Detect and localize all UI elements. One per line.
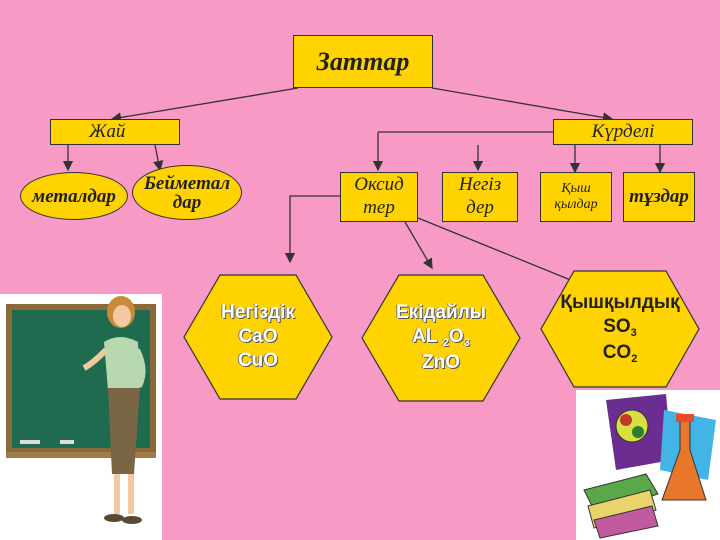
line-oxide-acidic: [417, 217, 580, 285]
root-node: Заттар: [293, 35, 433, 88]
complex-node: Күрделі: [553, 119, 693, 145]
basic-oxides-formula-2: CuO: [237, 349, 279, 371]
basic-oxides-formula-1: CaO: [238, 326, 278, 348]
line-root-simple: [110, 87, 299, 123]
amphoteric-oxides-hexagon: Екідайлы AL 2O3 ZnO: [361, 274, 521, 402]
nonmetals-label: Бейметал дар: [143, 172, 231, 213]
metals-label: металдар: [32, 185, 116, 207]
teacher-blackboard-illustration: [0, 294, 162, 540]
acidic-oxides-formula-1: SO3: [603, 316, 637, 340]
hexagon-shape: [540, 270, 700, 388]
metals-node: металдар: [20, 172, 128, 220]
simple-label: Жай: [89, 121, 126, 142]
line-root-complex: [431, 87, 614, 123]
oxides-label: Оксид тер: [354, 174, 404, 218]
amphoteric-oxides-formula-1: AL 2O3: [412, 326, 470, 350]
amphoteric-oxides-title: Екідайлы: [395, 302, 487, 324]
salts-label: тұздар: [629, 186, 689, 207]
acids-node: Қыш қылдар: [540, 172, 612, 222]
hexagon-shape: [183, 274, 333, 400]
acids-label: Қыш қылдар: [554, 180, 598, 212]
root-label: Заттар: [316, 46, 410, 76]
bases-label: Негіз дер: [458, 174, 502, 218]
line-oxide-amphoteric: [404, 221, 433, 270]
line-oxide-basic: [284, 195, 340, 264]
chemistry-books-flask-illustration: [576, 390, 720, 540]
bases-node: Негіз дер: [442, 172, 518, 222]
amphoteric-oxides-formula-2: ZnO: [422, 351, 460, 373]
basic-oxides-hexagon: Негіздік CaO CuO: [183, 274, 333, 400]
oxides-node: Оксид тер: [340, 172, 418, 222]
acidic-oxides-hexagon: Қышқылдық SO3 CO2: [540, 270, 700, 388]
simple-node: Жай: [50, 119, 180, 145]
salts-node: тұздар: [623, 172, 695, 222]
nonmetals-node: Бейметал дар: [132, 165, 242, 220]
acidic-oxides-formula-2: CO2: [602, 341, 638, 365]
hexagon-shape: [361, 274, 521, 402]
complex-label: Күрделі: [591, 121, 655, 142]
acidic-oxides-title: Қышқылдық: [560, 292, 680, 314]
line-simple-nonmetal: [153, 144, 164, 172]
basic-oxides-title: Негіздік: [221, 302, 295, 324]
